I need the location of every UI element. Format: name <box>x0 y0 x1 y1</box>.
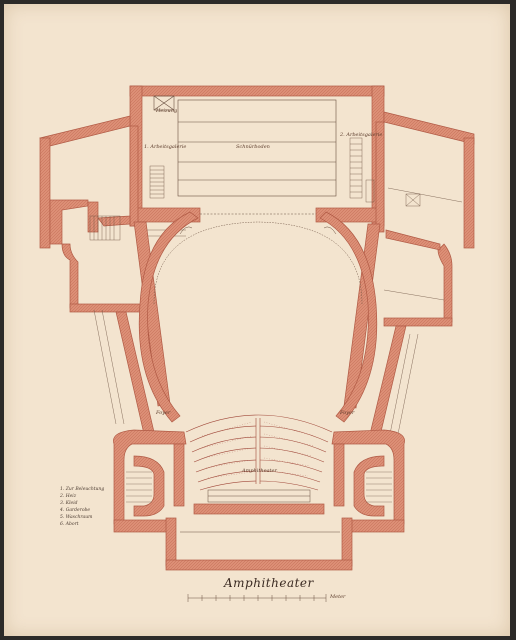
legend-item: 6. Abort <box>60 522 79 527</box>
label-amphi: Amphitheater <box>242 468 277 474</box>
label-foyer-left: Foyer <box>156 410 171 416</box>
legend-item: 5. Waschraum <box>60 515 93 520</box>
label-stage-right: 2. Arbeitsgalerie <box>340 132 383 138</box>
left-stair-lines <box>126 471 152 503</box>
seating-rows <box>185 414 333 491</box>
label-heizung: Heizung <box>156 108 178 114</box>
legend-item: 1. Zur Beleuchtung <box>60 487 105 492</box>
stage-block <box>129 85 385 227</box>
drawing-title: Amphitheater <box>224 576 314 590</box>
legend-item: 2. Heiz <box>60 494 77 499</box>
auditorium-walls <box>138 211 378 423</box>
legend-item: 4. Garderobe <box>60 508 91 513</box>
label-stage-left: 1. Arbeitsgalerie <box>144 144 187 150</box>
right-wing <box>375 111 475 327</box>
drawing-sheet: Heizung 1. Arbeitsgalerie Schnürboden 2.… <box>4 4 510 636</box>
label-stage-center: Schnürboden <box>236 144 270 150</box>
right-wing-lines <box>383 187 463 435</box>
bottom-foyer-lines <box>180 489 340 533</box>
legend: 1. Zur Beleuchtung 2. Heiz 3. Kleid 4. G… <box>60 486 104 528</box>
scale-label: Meter <box>330 594 346 600</box>
legend-item: 3. Kleid <box>60 501 78 506</box>
scale-bar <box>187 594 327 602</box>
stage-interior <box>149 95 375 215</box>
right-stair-lines <box>366 471 392 503</box>
floor-plan <box>39 85 475 602</box>
label-foyer-right: Foyer <box>340 410 355 416</box>
right-stair-tower <box>331 429 405 533</box>
left-wing <box>39 115 151 313</box>
auditorium-lines <box>153 221 363 305</box>
bottom-foyer <box>165 503 353 571</box>
left-stair-tower <box>113 429 187 533</box>
